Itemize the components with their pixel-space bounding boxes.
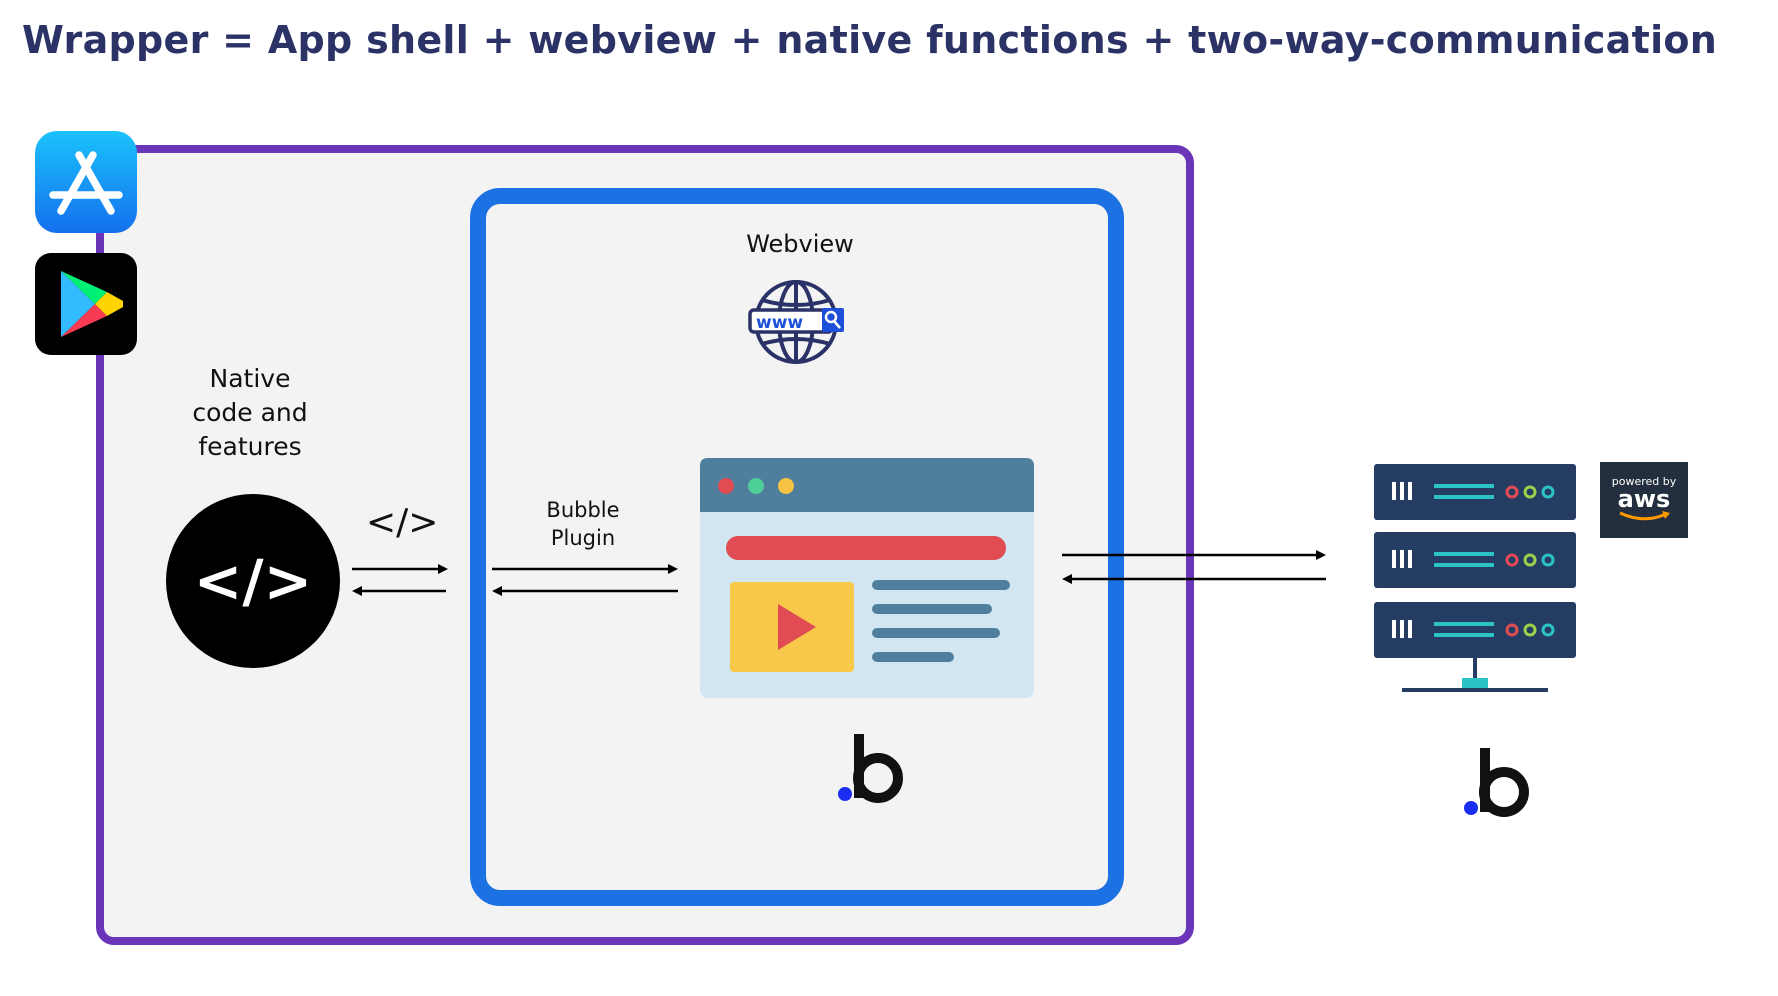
small-code-icon-symbol: </> [366, 502, 439, 543]
native-label-line1: Native [209, 364, 291, 393]
aws-powered-text: powered by [1611, 475, 1677, 488]
native-bridge-arrows [352, 564, 448, 596]
small-code-icon: </> [366, 502, 438, 550]
server-rack-icon [1372, 462, 1578, 702]
code-icon-symbol: </> [193, 547, 313, 615]
bubble-logo-server-icon [1460, 746, 1534, 818]
bubble-logo-icon [834, 732, 908, 804]
code-icon: </> [166, 494, 340, 668]
google-play-icon [35, 253, 137, 355]
server-arrows [1062, 550, 1326, 584]
native-label-line2: code and [192, 398, 308, 427]
bubble-plugin-label: Bubble Plugin [520, 496, 646, 552]
native-label-line3: features [198, 432, 302, 461]
globe-www-icon: www [748, 278, 846, 366]
plugin-arrows [492, 564, 678, 596]
browser-window-icon [700, 458, 1034, 698]
page-title: Wrapper = App shell + webview + native f… [22, 18, 1718, 62]
webview-label: Webview [746, 230, 854, 258]
plugin-label-line1: Bubble [546, 498, 620, 522]
aws-logo-text: aws [1617, 485, 1671, 513]
www-text: www [756, 313, 803, 333]
plugin-label-line2: Plugin [550, 526, 616, 550]
app-store-icon [35, 131, 137, 233]
native-features-label: Native code and features [170, 362, 330, 464]
aws-logo-icon: powered by aws [1600, 462, 1688, 538]
